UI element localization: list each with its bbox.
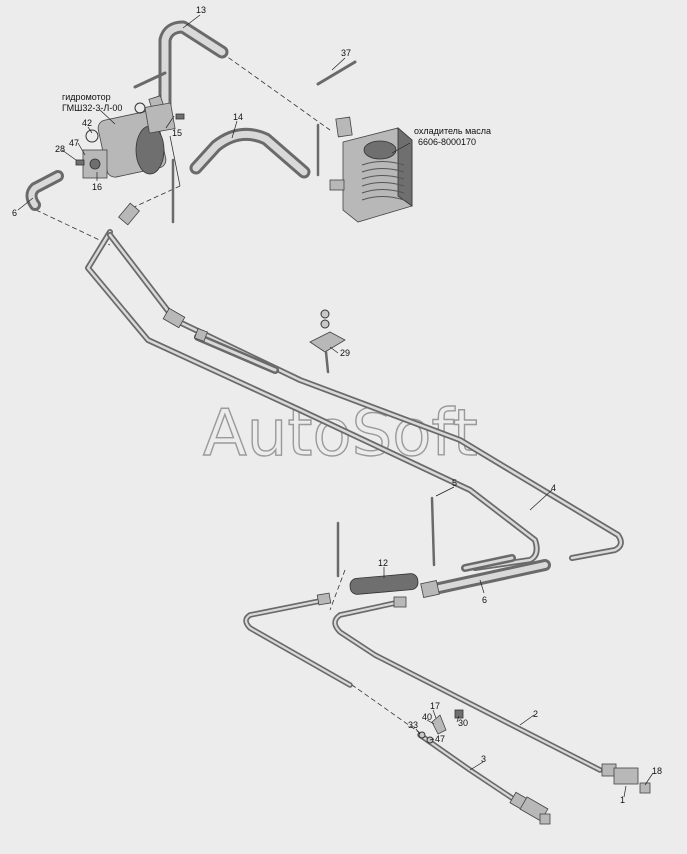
- component-labels: гидромотор ГМШ32-3-Л-00 охладитель масла…: [62, 92, 491, 147]
- oil-cooler: [329, 127, 413, 223]
- clamp-29: [309, 309, 346, 374]
- callout-12: 12: [378, 558, 388, 568]
- pipe-4: [107, 232, 624, 561]
- leader-lines: [17, 14, 654, 798]
- watermark-text: AutoSoft: [203, 397, 478, 471]
- callout-40: 40: [422, 712, 432, 722]
- oil-cooler-label-2: 6606-8000170: [418, 137, 476, 147]
- callout-28: 28: [55, 144, 65, 154]
- callout-30: 30: [458, 718, 468, 728]
- oil-cooler-label-1: охладитель масла: [414, 126, 491, 136]
- hose-6-upper: [25, 170, 64, 211]
- fittings-bottom: [418, 709, 464, 744]
- callout-numbers: 13 37 15 14 42 28 47 16 6 29 5 4 12 6 17…: [12, 5, 662, 805]
- hydromotor-label-1: гидромотор: [62, 92, 111, 102]
- callout-17: 17: [430, 701, 440, 711]
- callout-42: 42: [82, 118, 92, 128]
- callout-4: 4: [551, 483, 556, 493]
- callout-5: 5: [452, 478, 457, 488]
- callout-33: 33: [408, 720, 418, 730]
- sleeve-12: [349, 573, 419, 595]
- callout-3: 3: [481, 754, 486, 764]
- callout-29: 29: [340, 348, 350, 358]
- pipe-3: [243, 592, 551, 825]
- hydromotor-label-2: ГМШ32-3-Л-00: [62, 103, 122, 113]
- callout-2: 2: [533, 709, 538, 719]
- callout-47-top: 47: [69, 138, 79, 148]
- pipe-5: [85, 229, 540, 571]
- callout-1: 1: [620, 795, 625, 805]
- callout-6-top: 6: [12, 208, 17, 218]
- hose-6-lower: [420, 559, 551, 598]
- hydromotor: [75, 102, 185, 187]
- callout-15: 15: [172, 128, 182, 138]
- clamps-mid: [336, 496, 516, 578]
- fasteners-top: [133, 60, 357, 224]
- callout-16: 16: [92, 182, 102, 192]
- callout-13: 13: [196, 5, 206, 15]
- callout-37: 37: [341, 48, 351, 58]
- pipe-2: [332, 596, 651, 794]
- callout-6-bottom: 6: [482, 595, 487, 605]
- hose-14: [118, 127, 311, 226]
- callout-47-bottom: 47: [435, 734, 445, 744]
- callout-18: 18: [652, 766, 662, 776]
- callout-14: 14: [233, 112, 243, 122]
